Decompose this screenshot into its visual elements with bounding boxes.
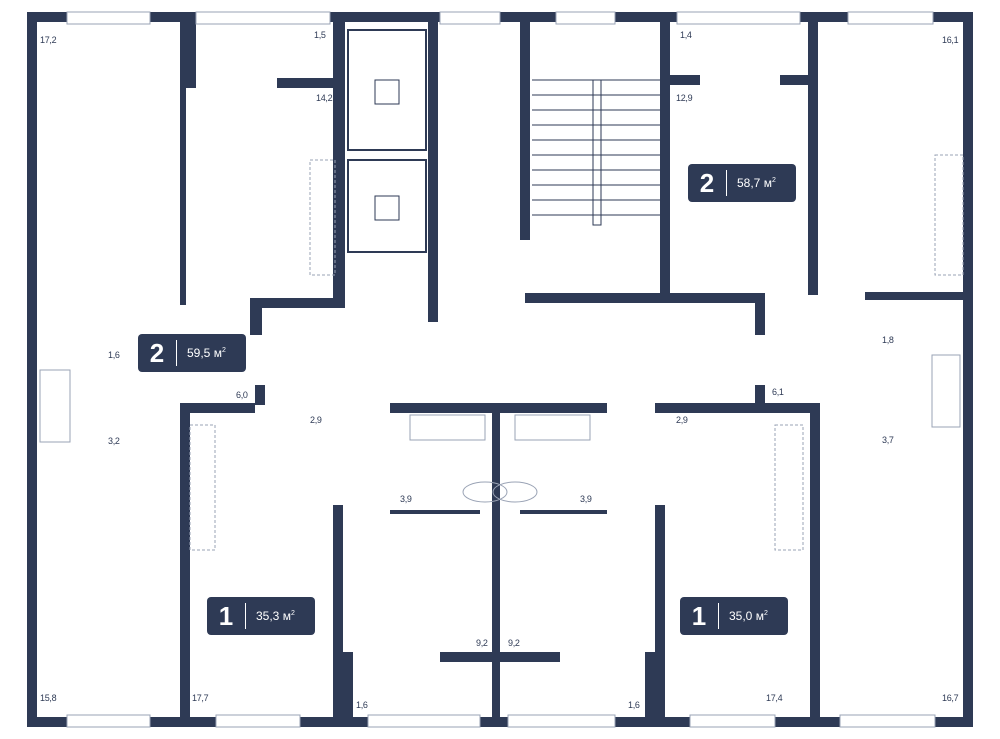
apartment-badge[interactable]: 2 59,5 м2	[138, 334, 246, 372]
room-area: 16,1	[942, 35, 959, 45]
room-area: 1,6	[628, 700, 640, 710]
room-area: 17,4	[766, 693, 783, 703]
walls	[27, 12, 973, 727]
apartment-area: 35,0 м2	[729, 609, 768, 623]
badge-divider	[245, 603, 246, 629]
room-area: 3,7	[882, 435, 894, 445]
room-area: 9,2	[476, 638, 488, 648]
apartment-badge[interactable]: 2 58,7 м2	[688, 164, 796, 202]
room-area: 15,8	[40, 693, 57, 703]
elevators-and-stairs	[347, 29, 602, 253]
room-area: 16,7	[942, 693, 959, 703]
fixtures	[39, 154, 964, 551]
room-area: 6,1	[772, 387, 784, 397]
room-count: 1	[691, 600, 707, 631]
room-area: 1,6	[356, 700, 368, 710]
room-area: 3,2	[108, 436, 120, 446]
badge-divider	[176, 340, 177, 366]
room-area: 1,8	[882, 335, 894, 345]
room-area: 17,7	[192, 693, 209, 703]
room-area: 17,2	[40, 35, 57, 45]
apartment-area: 59,5 м2	[187, 346, 226, 360]
room-area: 3,9	[400, 494, 412, 504]
apartment-badge[interactable]: 1 35,3 м2	[207, 597, 315, 635]
windows	[66, 11, 936, 728]
room-area: 3,9	[580, 494, 592, 504]
room-count: 2	[149, 337, 165, 368]
room-count: 2	[699, 167, 715, 198]
badge-divider	[718, 603, 719, 629]
room-area: 1,4	[680, 30, 692, 40]
room-area: 12,9	[676, 93, 693, 103]
room-area: 1,6	[108, 350, 120, 360]
stair-steps	[532, 79, 660, 216]
room-area: 1,5	[314, 30, 326, 40]
room-count: 1	[218, 600, 234, 631]
apartment-area: 58,7 м2	[737, 176, 776, 190]
room-area: 2,9	[310, 415, 322, 425]
apartment-area: 35,3 м2	[256, 609, 295, 623]
badge-divider	[726, 170, 727, 196]
room-area: 2,9	[676, 415, 688, 425]
room-area: 14,2	[316, 93, 333, 103]
room-area: 6,0	[236, 390, 248, 400]
room-area: 9,2	[508, 638, 520, 648]
apartment-badge[interactable]: 1 35,0 м2	[680, 597, 788, 635]
